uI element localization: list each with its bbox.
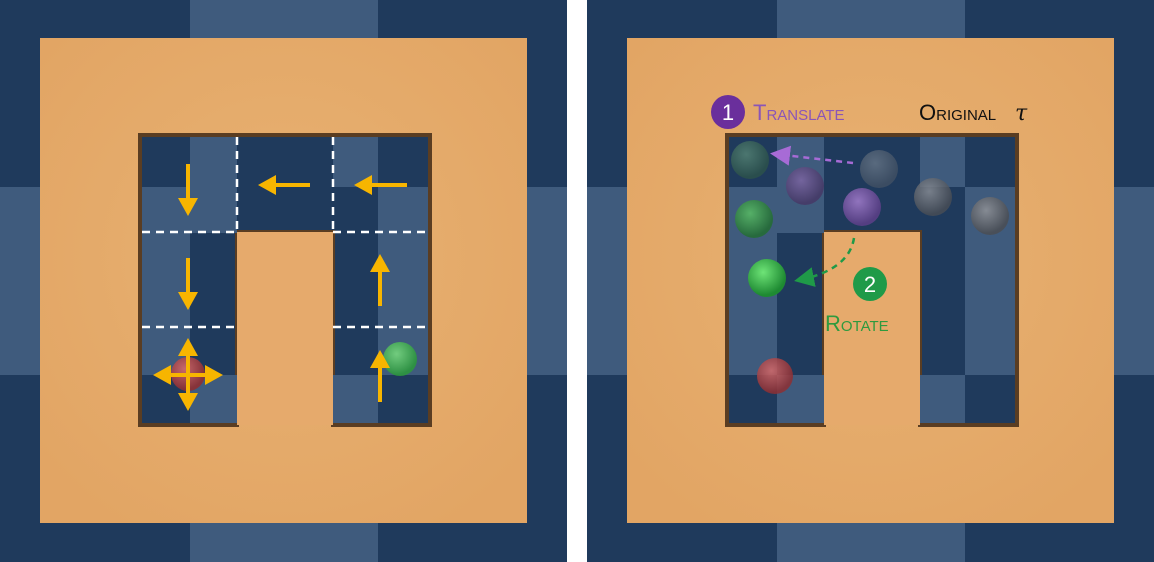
- floor-tile: [333, 375, 378, 423]
- ball-translated: [786, 167, 824, 205]
- ball-green: [383, 342, 417, 376]
- ball-original: [914, 178, 952, 216]
- inner-wall: [237, 232, 333, 425]
- right-maze-svg: 1 Translate Original τ 2 Rotate: [587, 0, 1154, 562]
- inner-wall: [824, 232, 920, 425]
- arrow-left-icon: [258, 175, 310, 195]
- ball-rotated: [748, 259, 786, 297]
- translate-arrow: [770, 145, 854, 166]
- rotate-step-badge: [853, 267, 887, 301]
- floor-tile: [142, 187, 190, 375]
- arrow-down-icon: [178, 164, 198, 216]
- rotate-text: Rotate: [825, 311, 889, 336]
- rotate-arrow: [794, 237, 856, 287]
- ball-rotated: [735, 200, 773, 238]
- arrow-up-icon: [370, 254, 390, 306]
- floor-tile: [920, 137, 965, 187]
- arrow-left-icon: [354, 175, 407, 195]
- translate-step-number: 1: [722, 100, 734, 125]
- floor-tile: [190, 137, 237, 233]
- ball-original: [860, 150, 898, 188]
- translate-text: Translate: [753, 100, 845, 125]
- arrow-down-icon: [178, 258, 198, 310]
- arrow-up-icon: [370, 350, 390, 402]
- original-text: Original: [919, 100, 996, 125]
- original-label: Original τ: [919, 100, 1028, 126]
- original-tau: τ: [1015, 101, 1028, 126]
- left-maze-svg: [0, 0, 567, 562]
- translate-step-badge: [711, 95, 745, 129]
- left-maze-panel: [0, 0, 567, 562]
- rotate-label: 2 Rotate: [825, 267, 889, 336]
- rotate-step-number: 2: [864, 272, 876, 297]
- right-maze-panel: 1 Translate Original τ 2 Rotate: [587, 0, 1154, 562]
- translate-label: 1 Translate: [711, 95, 845, 129]
- ball-red: [757, 358, 793, 394]
- ball-translated: [843, 188, 881, 226]
- ball-translated: [731, 141, 769, 179]
- cell-dividers: [142, 137, 428, 329]
- ball-original: [971, 197, 1009, 235]
- arrow-cross-icon: [153, 338, 223, 411]
- floor-tile: [920, 375, 965, 423]
